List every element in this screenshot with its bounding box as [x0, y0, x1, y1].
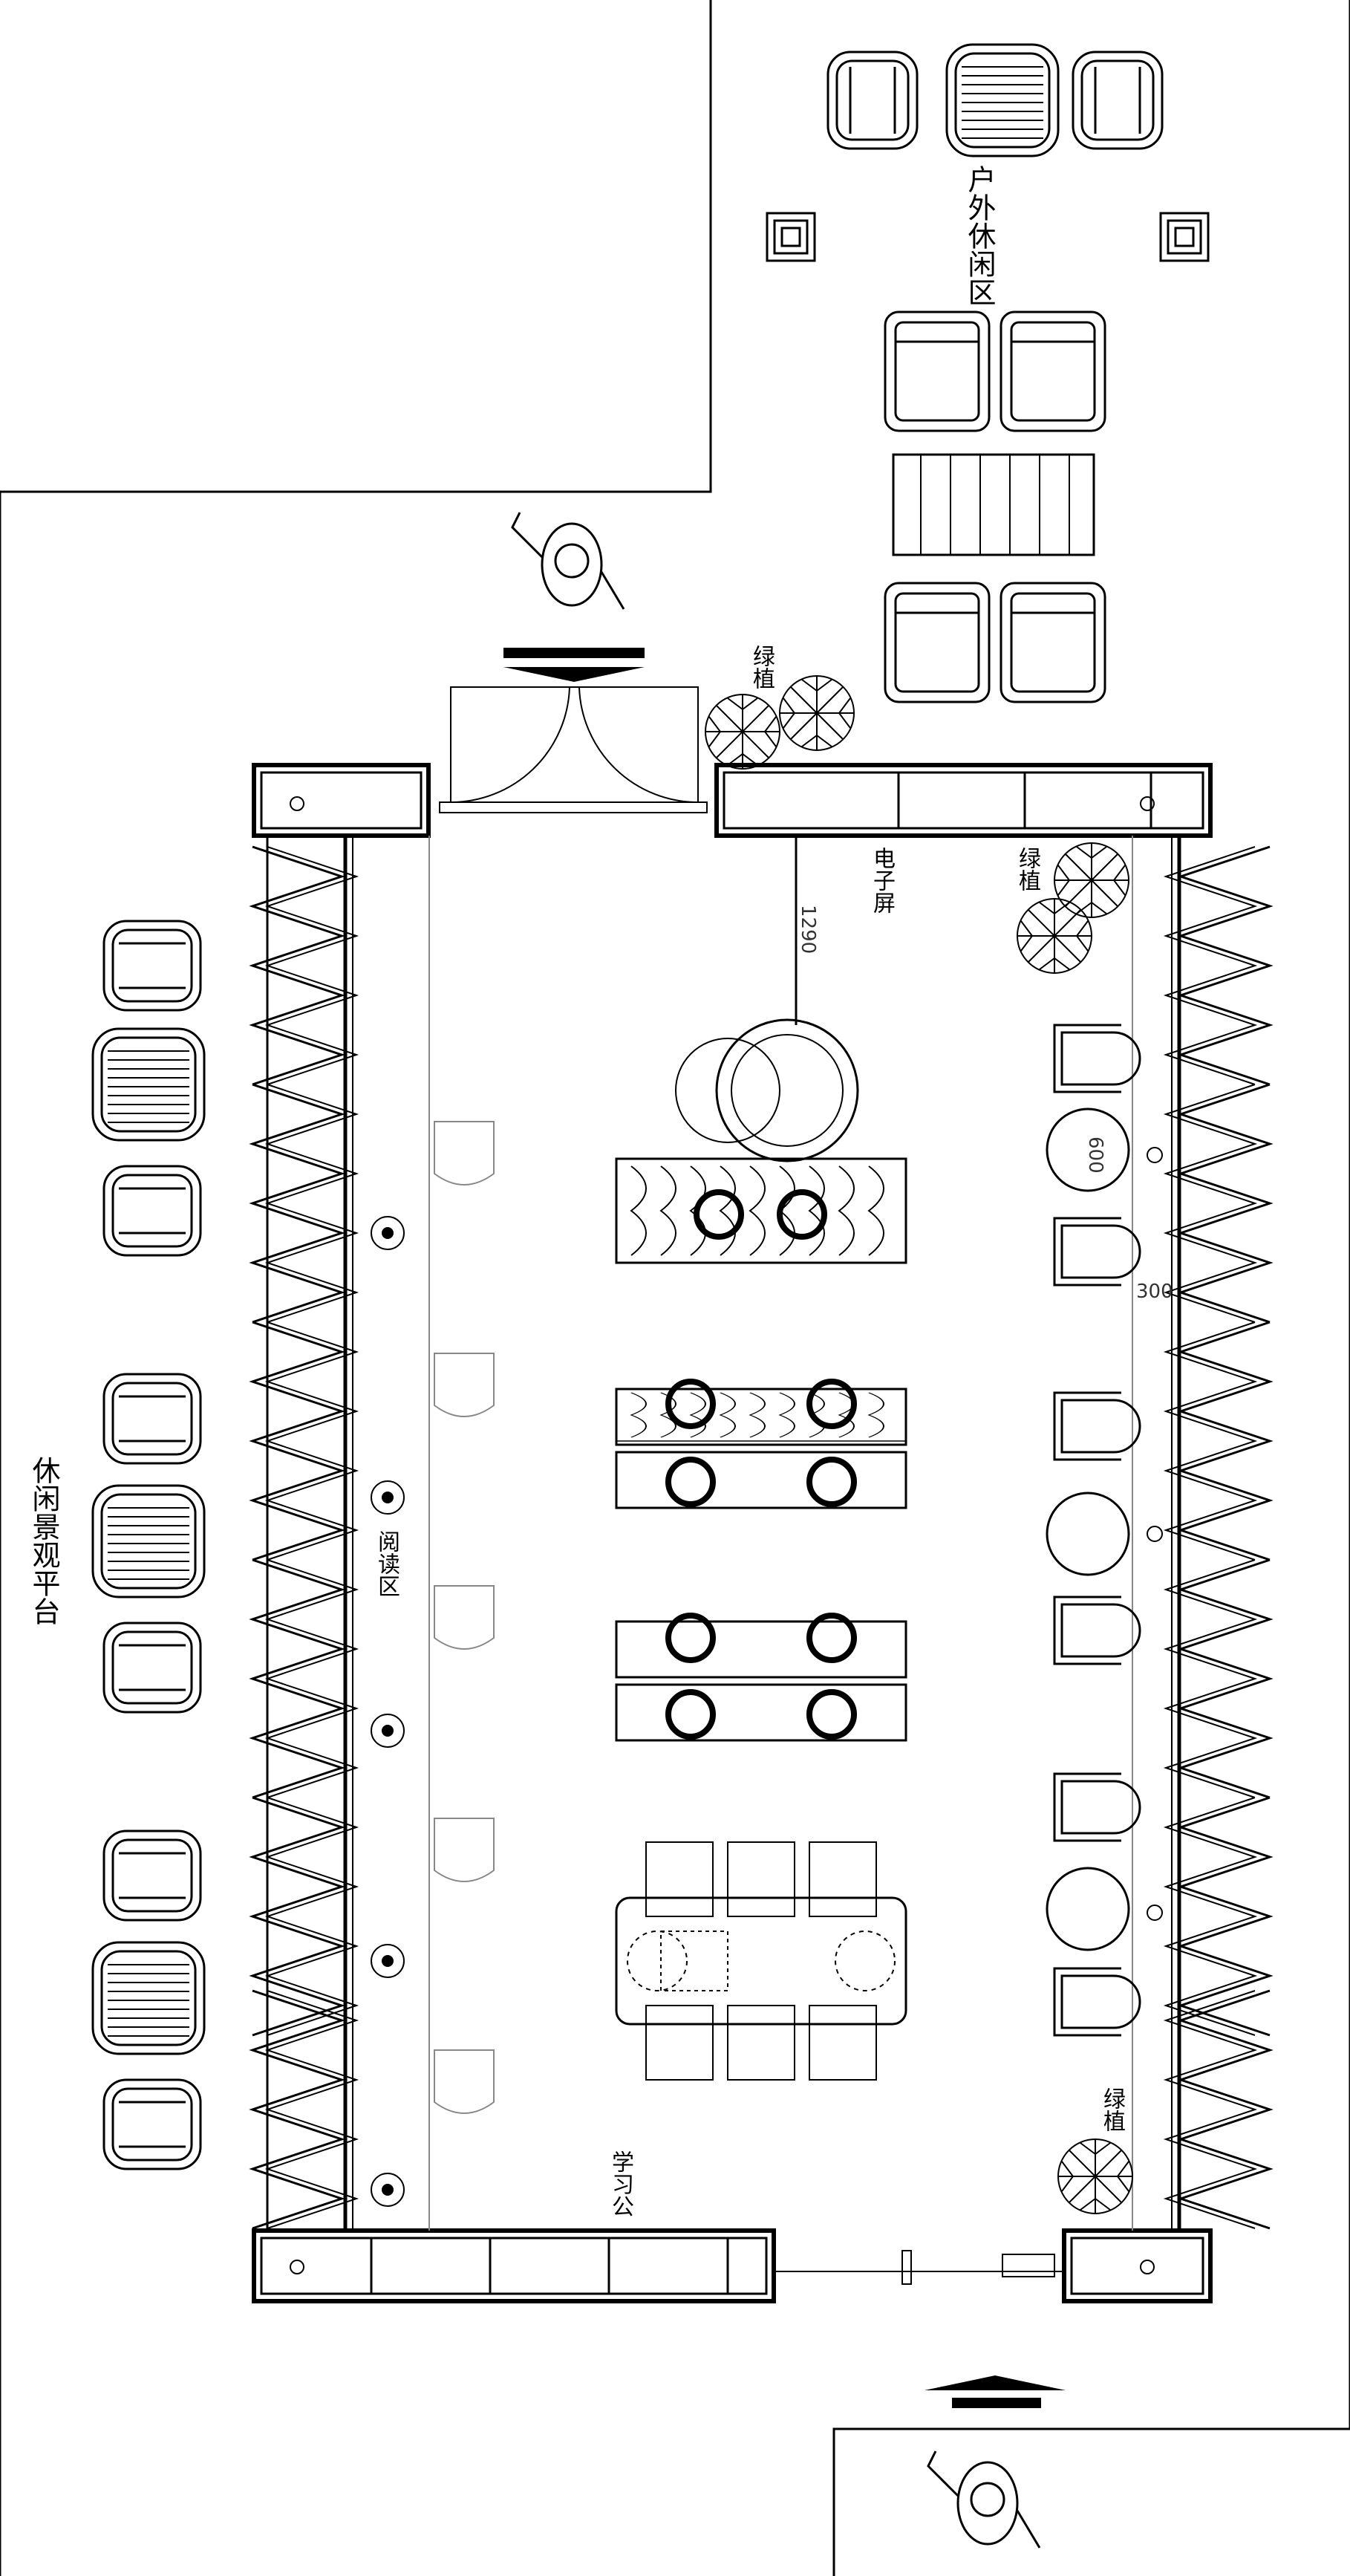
entrance-door-top: [439, 686, 708, 813]
bench-group-2: [615, 1379, 907, 1509]
outdoor-table: [945, 43, 1060, 157]
bench-group-3: [615, 1613, 907, 1742]
lamp-markers: [371, 1216, 405, 2207]
leisure-platform-furniture: [91, 920, 206, 2170]
plant-icon: [1053, 842, 1130, 919]
entrance-door-bottom: [776, 2250, 1062, 2285]
sofa: [884, 310, 991, 432]
study-table: [615, 1841, 907, 2081]
outdoor-chair: [826, 51, 919, 150]
plant-label: 绿植: [1099, 2087, 1125, 2132]
screen-round-table: [675, 836, 859, 1162]
plant-label: 绿植: [1014, 847, 1040, 891]
plant-icon: [704, 693, 781, 770]
outdoor-leisure-area: [766, 43, 1210, 703]
planter: [1159, 212, 1210, 262]
sofa: [884, 582, 991, 703]
study-area-label: 学习公: [607, 2150, 633, 2217]
bench-group-1: [615, 1157, 907, 1264]
sofa: [1000, 310, 1106, 432]
sofa: [1000, 582, 1106, 703]
plant-icon: [1016, 897, 1093, 975]
reading-area-label: 阅读区: [374, 1530, 400, 1597]
cafe-seating-right: [1046, 1024, 1163, 2037]
dimension-600: 600: [1084, 1136, 1106, 1174]
building-walls: [252, 763, 1213, 2303]
plant-icon: [1057, 2138, 1134, 2215]
left-truss: [251, 836, 358, 2231]
leisure-platform-label: 休闲景观平台: [27, 1456, 60, 1625]
outdoor-chair: [1072, 51, 1164, 150]
outdoor-area-label: 户外休闲区: [963, 165, 996, 306]
planter: [766, 212, 816, 262]
entrance-arrow-top: [503, 648, 645, 682]
dimension-1290: 1290: [797, 905, 819, 954]
reading-counter-seats: [433, 1120, 495, 2115]
right-truss: [1164, 845, 1271, 2230]
plant-icon: [778, 674, 855, 752]
person-figure: [927, 2450, 1041, 2549]
screen-label: 电子屏: [869, 847, 895, 914]
person-figure: [511, 511, 625, 611]
entrance-arrow-bottom: [925, 2375, 1066, 2408]
dimension-300: 300: [1136, 1281, 1173, 1303]
lounge-table: [892, 453, 1095, 556]
plant-label: 绿植: [749, 645, 775, 689]
